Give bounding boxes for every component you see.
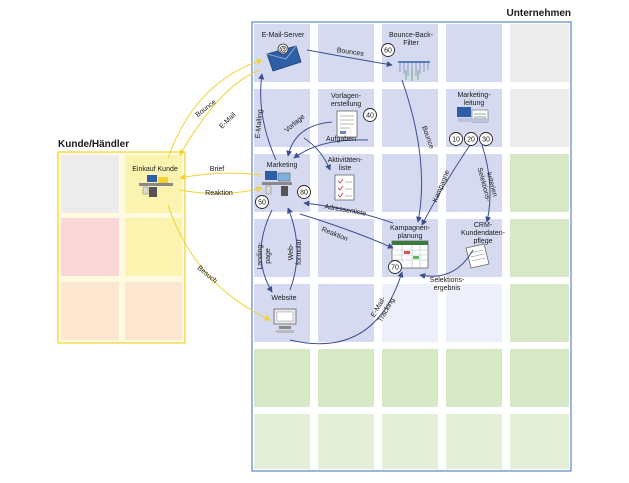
- step-badge-70: 70: [388, 260, 402, 274]
- edge-tasks: Aufgaben: [326, 136, 356, 143]
- node-templates-1: Vorlagen-: [331, 93, 362, 100]
- checklist-icon: [334, 174, 355, 201]
- edge-landing-2: page: [265, 248, 272, 264]
- edge-letter: Brief: [210, 166, 224, 173]
- node-activities-1: Aktivitäten-: [328, 157, 363, 164]
- step-badge-50: 50: [255, 195, 269, 209]
- edge-visit: Besuch: [196, 265, 218, 285]
- document-icon: [336, 110, 358, 138]
- workstation-icon: [457, 107, 489, 123]
- edge-landing-1: Landing-: [257, 242, 264, 270]
- company-title: Unternehmen: [507, 8, 571, 19]
- svg-text:60: 60: [384, 48, 392, 55]
- email-server-icon: @: [266, 43, 302, 72]
- edge-webform-2: formular: [296, 239, 303, 265]
- step-badge-40: 40: [363, 108, 377, 122]
- node-campaign-1: Kampagnen-: [390, 225, 431, 232]
- customer-title: Kunde/Händler: [58, 139, 129, 150]
- edge-mailing: E-Mailing: [255, 109, 265, 139]
- edge-bounces: Bounces: [336, 47, 364, 58]
- step-badge-30: 30: [479, 132, 493, 146]
- node-customer-purchase: Einkauf Kunde: [132, 166, 178, 173]
- node-marketing-lead-2: leitung: [464, 100, 485, 107]
- node-activities-2: liste: [339, 165, 352, 172]
- svg-text:@: @: [279, 45, 287, 54]
- svg-text:80: 80: [300, 190, 308, 197]
- svg-text:50: 50: [258, 200, 266, 207]
- node-marketing: Marketing: [267, 162, 298, 169]
- connectors: [258, 49, 492, 345]
- step-badge-20: 20: [464, 132, 478, 146]
- step-badge-60: 60: [381, 43, 395, 57]
- customer-connectors: [167, 58, 271, 321]
- node-templates-2: erstellung: [331, 101, 361, 108]
- crm-document-icon: [465, 243, 490, 269]
- svg-text:40: 40: [366, 113, 374, 120]
- svg-text:20: 20: [467, 137, 475, 144]
- computer-icon: [273, 308, 297, 333]
- node-marketing-lead-1: Marketing-: [457, 92, 491, 99]
- step-badge-80: 80: [297, 185, 311, 199]
- node-crm-2: Kundendaten-: [461, 230, 506, 237]
- filter-icon: [398, 61, 430, 81]
- node-crm-3: pflege: [473, 238, 492, 245]
- svg-text:30: 30: [482, 137, 490, 144]
- edge-email: E-Mail: [218, 111, 237, 130]
- edge-webform-1: Web-: [288, 243, 295, 260]
- step-badge-10: 10: [449, 132, 463, 146]
- node-bounce-filter-2: Filter: [403, 40, 419, 47]
- svg-text:10: 10: [452, 137, 460, 144]
- marketing-desk-icon: [262, 171, 292, 196]
- node-crm-1: CRM-: [474, 222, 493, 229]
- node-website: Website: [271, 295, 296, 302]
- node-campaign-2: planung: [398, 233, 423, 240]
- edge-selection-result-2: ergebnis: [434, 285, 461, 292]
- customer-desk-icon: [139, 175, 173, 197]
- node-bounce-filter-1: Bounce-Back-: [389, 32, 434, 39]
- node-email-server: E-Mail-Server: [262, 32, 305, 39]
- edge-reaction-left: Reaktion: [205, 190, 233, 197]
- svg-text:70: 70: [391, 265, 399, 272]
- edge-selection-result-1: Selektions-: [430, 277, 465, 284]
